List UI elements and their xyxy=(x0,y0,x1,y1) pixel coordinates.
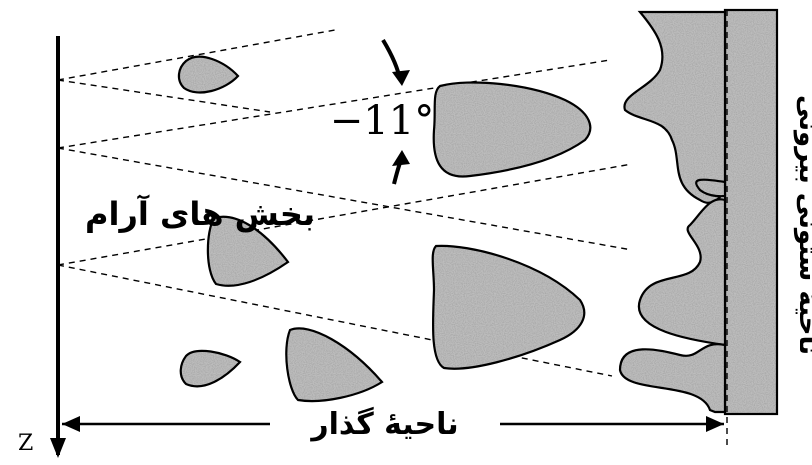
grain-mid-small xyxy=(206,215,290,287)
quiet-zones-label: بخش های آرام xyxy=(85,194,315,233)
transition-arrowhead-left xyxy=(62,416,80,432)
grain-bottom-mid xyxy=(285,327,384,403)
side-label: ناحیهٔ ستونی بیرونی xyxy=(793,95,812,355)
grain-large-mid xyxy=(431,244,586,370)
z-axis-arrowhead xyxy=(50,438,66,458)
boundary-spike xyxy=(695,178,727,198)
transition-arrowhead-right xyxy=(706,416,724,432)
angle-arrowhead-top xyxy=(392,70,410,86)
z-axis-label: Z xyxy=(18,431,33,456)
grain-rays xyxy=(57,29,633,377)
grain-large-top xyxy=(432,81,592,178)
transition-zone-label: ناحیهٔ گذار xyxy=(309,406,458,442)
angle-label: −11° xyxy=(330,98,434,144)
outer-columnar-wall xyxy=(723,8,779,416)
grain-small-top xyxy=(177,55,240,94)
angle-arrowhead-bottom xyxy=(392,150,410,166)
boundary-crystal-bottom xyxy=(618,343,727,414)
grain-small-bottom-left xyxy=(179,349,242,388)
boundary-crystal-top xyxy=(623,10,727,204)
boundary-crystal-mid xyxy=(637,198,727,347)
